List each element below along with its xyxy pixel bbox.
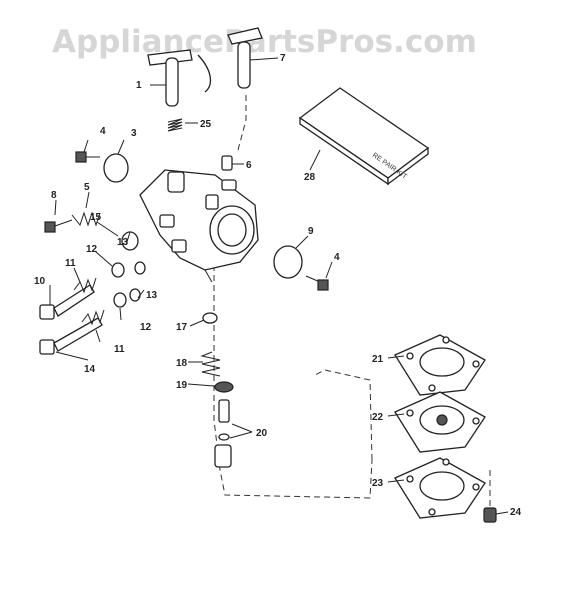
spring-18 [200,351,221,377]
choke-plate-9 [273,245,303,279]
label-13-right: 13 [146,290,158,301]
label-21: 21 [372,354,384,365]
leader-lines [49,57,509,515]
label-18: 18 [176,358,188,369]
spring-11-lower [81,309,105,326]
spring-5 [71,211,101,227]
label-11-lower: 11 [114,344,125,355]
label-9: 9 [308,226,314,237]
washer-19 [214,381,234,393]
assembly-line-lower [213,265,373,499]
label-24: 24 [510,507,522,518]
repair-kit-box: RE PAIR KIT [298,87,430,186]
oring-13-lower [129,288,141,302]
label-10: 10 [34,276,46,287]
label-19: 19 [176,380,188,391]
spring-25 [167,118,183,132]
label-12-lower: 12 [140,322,152,333]
plug-17 [202,312,218,324]
label-14: 14 [84,364,96,375]
label-28: 28 [304,172,316,183]
gasket-21 [394,334,486,396]
label-8: 8 [51,190,57,201]
label-6: 6 [246,160,252,171]
screw-8 [44,219,73,233]
label-25: 25 [200,119,212,130]
label-23: 23 [372,478,384,489]
label-13-upper: 13 [117,237,129,248]
screw-24 [483,507,497,523]
cover-23 [394,457,486,519]
assembly-line-diaphragm [314,369,373,461]
throttle-shaft [147,49,212,107]
choke-shaft [227,27,263,89]
label-11-upper: 11 [65,258,76,269]
label-4-right: 4 [334,252,340,263]
label-12-upper: 12 [86,244,98,255]
label-5: 5 [84,182,90,193]
screw-4-upper [75,151,100,163]
part-labels: 1 7 25 4 3 6 28 8 5 15 13 12 10 11 13 12… [34,53,522,518]
label-1: 1 [136,80,142,91]
needle-14 [39,317,103,355]
oring-13-right [134,261,146,275]
label-22: 22 [372,412,384,423]
label-4-upper: 4 [100,126,106,137]
fitting-20 [214,399,232,468]
label-20: 20 [256,428,268,439]
needle-10 [39,284,95,320]
carburetor-body [139,169,259,283]
washer-12-lower [113,292,127,308]
label-15: 15 [90,212,102,223]
screw-4-right [305,275,329,291]
washer-12-upper [111,262,125,278]
label-17: 17 [176,322,188,333]
spring-11-upper [73,277,97,294]
screw-6 [221,155,233,171]
watermark-text: AppliancePartsPros.com [52,24,477,60]
throttle-plate-3 [103,153,129,183]
label-7: 7 [280,53,286,64]
assembly-line-throttle [237,95,247,151]
diaphragm-22 [394,391,486,453]
label-3: 3 [131,128,137,139]
